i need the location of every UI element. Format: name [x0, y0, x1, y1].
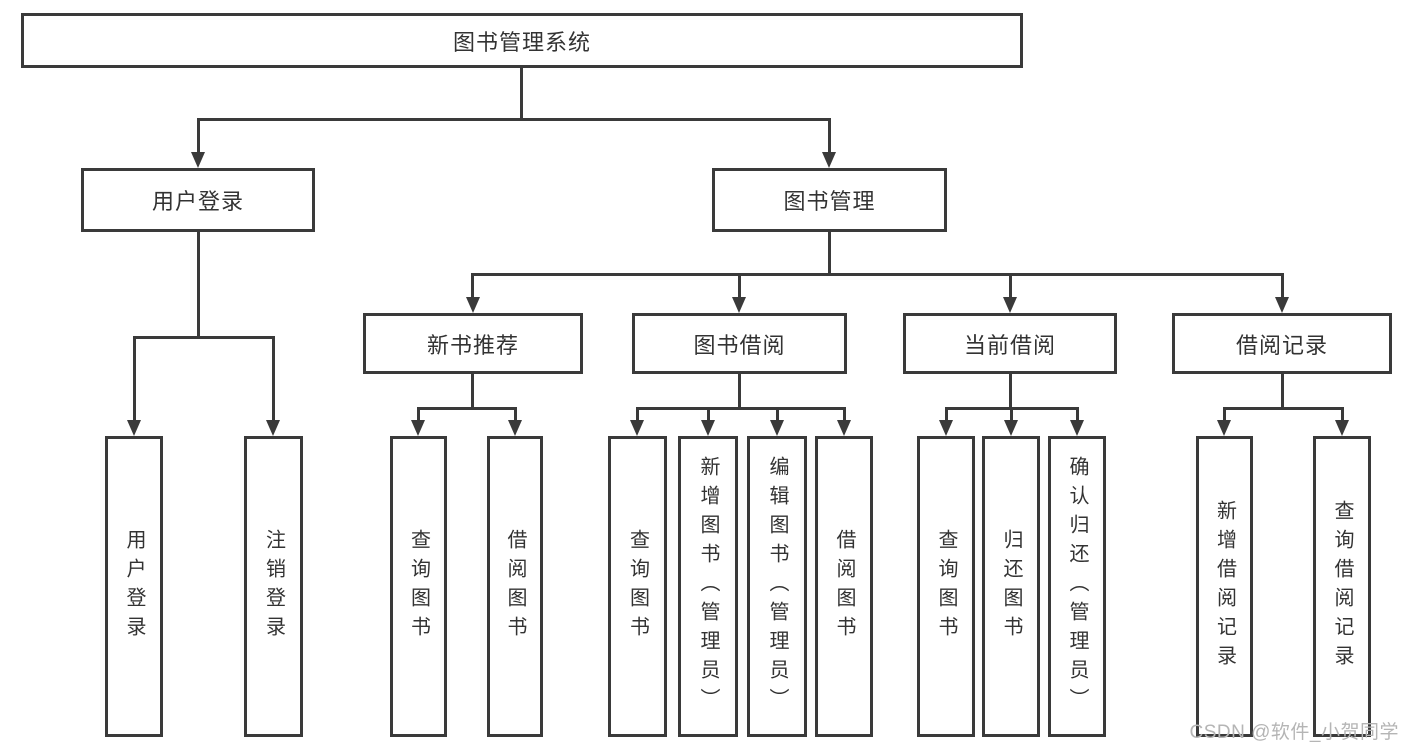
connector-line	[1281, 273, 1284, 299]
node-user-login: 用户登录	[81, 168, 315, 232]
arrow-down	[837, 420, 851, 436]
connector-line	[520, 68, 523, 118]
leaf-logout: 注销登录	[244, 436, 303, 737]
arrow-down	[266, 420, 280, 436]
connector-line	[471, 273, 474, 299]
node-new-book-recommend: 新书推荐	[363, 313, 583, 374]
arrow-down	[770, 420, 784, 436]
leaf-query-books-current: 查询图书	[917, 436, 975, 737]
leaf-label: 确认归还（管理员）	[1066, 456, 1088, 717]
node-book-borrow: 图书借阅	[632, 313, 847, 374]
leaf-logout-label: 注销登录	[262, 528, 285, 645]
connector-line	[776, 407, 779, 423]
connector-line	[828, 232, 831, 276]
connector-line	[133, 336, 136, 422]
connector-line	[417, 407, 420, 423]
leaf-label: 查询图书	[935, 528, 957, 645]
node-user-login-label: 用户登录	[151, 189, 244, 214]
leaf-label: 查询图书	[407, 528, 430, 645]
connector-line	[1223, 407, 1226, 423]
arrow-down	[466, 297, 480, 313]
leaf-borrow-books-recommend: 借阅图书	[487, 436, 543, 737]
leaf-edit-book-admin: 编辑图书（管理员）	[747, 436, 807, 737]
connector-line	[197, 232, 200, 339]
arrow-down	[1003, 297, 1017, 313]
arrow-down	[1335, 420, 1349, 436]
node-root-label: 图书管理系统	[452, 29, 591, 55]
connector-line	[1009, 273, 1012, 299]
leaf-add-borrow-record: 新增借阅记录	[1196, 436, 1253, 737]
node-borrow-records: 借阅记录	[1172, 313, 1392, 374]
leaf-label: 新增借阅记录	[1213, 499, 1236, 674]
arrow-down	[508, 420, 522, 436]
leaf-query-borrow-record: 查询借阅记录	[1313, 436, 1371, 737]
arrow-down	[411, 420, 425, 436]
leaf-user-login-label: 用户登录	[123, 528, 145, 645]
connector-line	[272, 336, 275, 422]
leaf-label: 借阅图书	[504, 528, 526, 645]
connector-line	[1341, 407, 1344, 423]
connector-line	[133, 336, 275, 339]
connector-line	[636, 407, 639, 423]
watermark: CSDN @软件_小贺同学	[1189, 722, 1399, 743]
leaf-label: 借阅图书	[833, 528, 855, 645]
connector-line	[1281, 374, 1284, 410]
connector-line	[945, 407, 948, 423]
connector-line	[843, 407, 846, 423]
leaf-label: 查询图书	[626, 528, 649, 645]
connector-line	[636, 407, 845, 410]
leaf-query-books-borrow: 查询图书	[608, 436, 667, 737]
connector-line	[1223, 407, 1343, 410]
leaf-user-login: 用户登录	[105, 436, 163, 737]
arrow-down	[630, 420, 644, 436]
leaf-query-books-recommend: 查询图书	[390, 436, 447, 737]
connector-line	[707, 407, 710, 423]
leaf-return-book: 归还图书	[982, 436, 1040, 737]
node-root: 图书管理系统	[21, 13, 1023, 68]
leaf-confirm-return-admin: 确认归还（管理员）	[1048, 436, 1106, 737]
leaf-label: 查询借阅记录	[1331, 499, 1353, 674]
arrow-down	[191, 152, 205, 168]
leaf-label: 新增图书（管理员）	[697, 456, 719, 717]
connector-line	[471, 374, 474, 410]
arrow-down	[1004, 420, 1018, 436]
connector-line	[197, 118, 831, 121]
node-book-management: 图书管理	[712, 168, 947, 232]
arrow-down	[127, 420, 141, 436]
connector-line	[1009, 374, 1012, 410]
leaf-label: 归还图书	[1000, 528, 1022, 645]
arrow-down	[1217, 420, 1231, 436]
connector-line	[1010, 407, 1013, 423]
connector-line	[1076, 407, 1079, 423]
arrow-down	[822, 152, 836, 168]
node-borrow-records-label: 借阅记录	[1235, 332, 1328, 358]
arrow-down	[939, 420, 953, 436]
leaf-add-book-admin: 新增图书（管理员）	[678, 436, 738, 737]
node-current-borrow: 当前借阅	[903, 313, 1117, 374]
connector-line	[197, 118, 200, 154]
connector-line	[738, 374, 741, 410]
connector-line	[417, 407, 516, 410]
arrow-down	[1275, 297, 1289, 313]
node-new-book-recommend-label: 新书推荐	[426, 332, 519, 358]
connector-line	[514, 407, 517, 423]
node-book-management-label: 图书管理	[783, 189, 876, 214]
arrow-down	[701, 420, 715, 436]
connector-line	[738, 273, 741, 299]
connector-line	[471, 273, 1283, 276]
arrow-down	[1070, 420, 1084, 436]
leaf-borrow-books: 借阅图书	[815, 436, 873, 737]
node-book-borrow-label: 图书借阅	[693, 332, 786, 358]
leaf-label: 编辑图书（管理员）	[766, 456, 788, 717]
connector-line	[828, 118, 831, 154]
node-current-borrow-label: 当前借阅	[963, 332, 1056, 358]
arrow-down	[732, 297, 746, 313]
